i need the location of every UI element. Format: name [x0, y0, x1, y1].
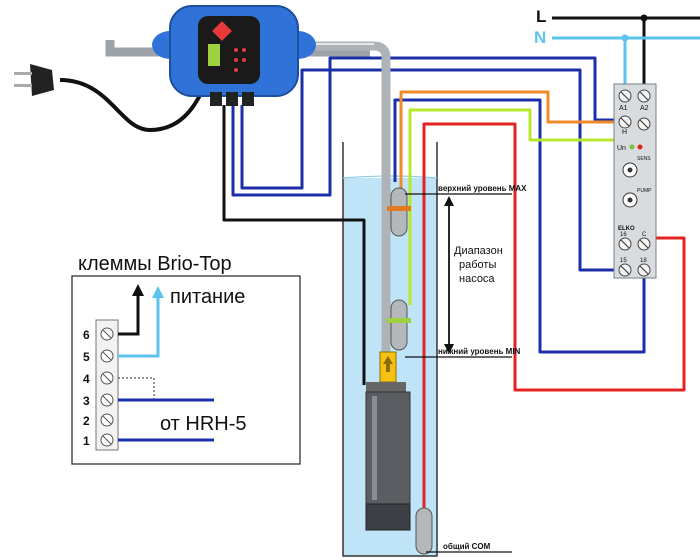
red-wire	[422, 122, 686, 515]
relay-body	[613, 83, 657, 279]
plug-cable	[59, 78, 207, 132]
relay-18-label: 18	[640, 258, 647, 264]
orange-wire	[399, 90, 622, 195]
arrow-up-icon	[383, 356, 393, 372]
submersible-pump	[365, 351, 411, 531]
relay-16-label: 16	[620, 232, 627, 238]
relay-a1-label: A1	[619, 105, 628, 112]
terminal-number: 2	[83, 414, 90, 428]
screw-slot	[102, 329, 112, 339]
terminal-number: 5	[83, 350, 90, 364]
tank-walls	[342, 142, 438, 557]
relay-sens-label: SENS	[637, 156, 651, 162]
relay-un-label: Un	[617, 145, 626, 152]
screw-slot	[102, 395, 112, 405]
screw-slot	[102, 351, 112, 361]
supply-lines: L N	[534, 7, 700, 92]
terminal-number: 1	[83, 434, 90, 448]
source-label: от HRH-5	[160, 413, 247, 435]
range-label-line1: Диапазон	[454, 245, 503, 257]
power-wire-n	[118, 292, 160, 358]
screw-slot	[102, 435, 112, 445]
relay-pump-label: PUMP	[637, 188, 652, 194]
relay-a2-label: A2	[640, 105, 649, 112]
terminal-number: 3	[83, 394, 90, 408]
float-upper	[390, 187, 408, 237]
relay-15-label: 15	[620, 258, 627, 264]
neutral-label: N	[534, 28, 546, 47]
navy-wire-c	[393, 98, 646, 354]
pump-controller	[152, 5, 316, 106]
navy-wire-a	[240, 68, 622, 272]
arrow-up-icon	[152, 286, 164, 298]
cable-gland	[210, 92, 222, 106]
terminal-number: 4	[83, 372, 90, 386]
un-led-icon	[629, 144, 635, 150]
terminal-number: 6	[83, 328, 90, 342]
common-label: общий COM	[443, 542, 491, 551]
float-common	[415, 507, 433, 555]
line-label: L	[536, 7, 546, 26]
level-relay: A1 A2 H Un SENS PUMP ELKO 16 C 15 18	[613, 83, 657, 279]
float-lower	[390, 299, 408, 351]
terminal-inset: клеммы Brio-Top 6 5 4 3 2 1 питание от HRH-5	[71, 253, 301, 465]
navy-wire-b	[231, 56, 622, 197]
power-wire-l	[118, 290, 140, 336]
arrow-up-icon	[132, 284, 144, 296]
black-wire	[222, 105, 366, 385]
screw-slot	[102, 373, 112, 383]
range-label-line3: насоса	[459, 273, 495, 285]
relay-h-label: H	[622, 129, 627, 136]
level-annotations: верхний уровень MAX нижний уровень MIN о…	[405, 184, 527, 553]
inset-title: клеммы Brio-Top	[78, 253, 232, 275]
power-label: питание	[170, 286, 245, 308]
pipe-vertical	[300, 41, 391, 385]
indicator-green-icon	[208, 44, 220, 66]
screw-slot	[102, 415, 112, 425]
mains-plug-icon	[14, 64, 54, 96]
range-label-line2: работы	[459, 259, 496, 271]
relay-led-icon	[637, 144, 643, 150]
level-max-label: верхний уровень MAX	[438, 184, 527, 193]
float-switches	[387, 187, 433, 555]
controller-panel	[198, 16, 260, 84]
relay-c-label: C	[642, 232, 647, 238]
green-wire	[408, 108, 646, 305]
level-min-label: нижний уровень MIN	[438, 347, 521, 356]
relay-brand-label: ELKO	[618, 226, 635, 232]
